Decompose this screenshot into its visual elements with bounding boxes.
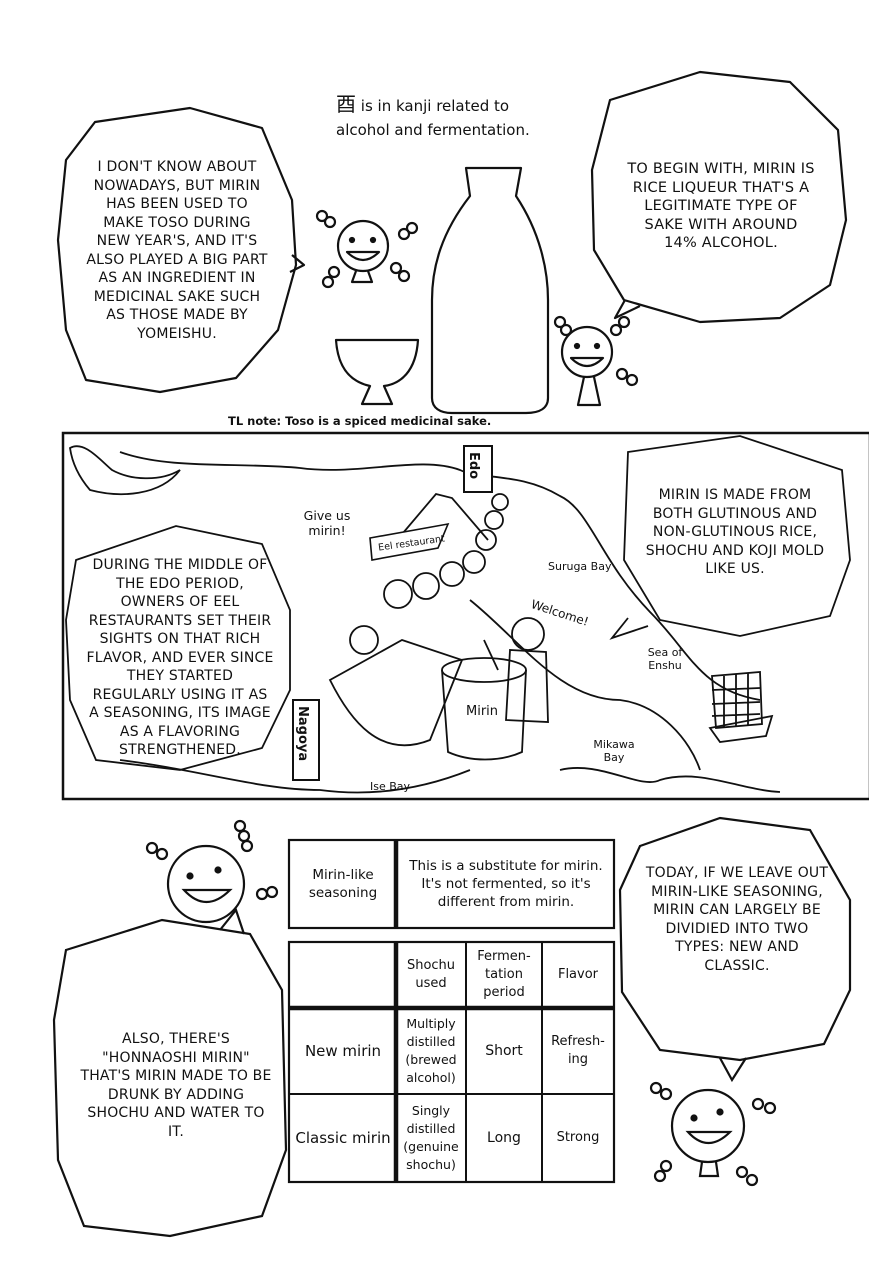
sea-of-enshu-label: Sea of Enshu xyxy=(647,646,683,672)
seasoning-table-lines xyxy=(287,838,616,930)
seasoning-description: This is a substitute for mirin. It's not… xyxy=(409,858,603,910)
seasoning-description-cell: This is a substitute for mirin. It's not… xyxy=(400,842,612,926)
mermaid-corner-drawing xyxy=(69,445,181,495)
map-panel-border xyxy=(61,431,869,801)
compare-row-classic-period: Long xyxy=(487,1130,521,1146)
kanji-note-line1: is in kanji related to xyxy=(360,97,510,115)
compare-row-classic-name: Classic mirin xyxy=(295,1129,391,1147)
mascot-bottom-right xyxy=(649,1081,777,1187)
bubble-text-bottom-right: Today, if we leave out mirin-like season… xyxy=(645,865,829,974)
kanji-note: 酉 is in kanji related to alcohol and fer… xyxy=(336,92,530,142)
ise-bay-label: Ise Bay xyxy=(370,780,411,793)
edo-label: Edo xyxy=(466,452,481,480)
compare-row-new-shochu: Multiply distilled (brewed alcohol) xyxy=(405,1016,457,1085)
speech-bubble-middle-right xyxy=(623,435,851,637)
speech-bubble-middle-left xyxy=(65,525,291,771)
compare-row-new-name: New mirin xyxy=(304,1042,382,1060)
mirin-barrel-label: Mirin xyxy=(466,704,499,719)
procession-crowd-drawing xyxy=(328,493,549,747)
bubble-text-top-right: To begin with, mirin is rice liqueur tha… xyxy=(627,161,815,251)
edo-signboard xyxy=(463,445,493,493)
mount-fuji-drawing xyxy=(391,492,489,547)
bubble-text-middle-left: During the middle of the Edo period, own… xyxy=(86,557,274,758)
coastline xyxy=(119,451,761,701)
eel-restaurant-flag xyxy=(369,522,450,561)
compare-header-flavor: Flavor xyxy=(557,967,599,982)
compare-table-lines xyxy=(287,940,616,1184)
mascot-top-right xyxy=(553,315,639,407)
compare-row-classic-flavor: Strong xyxy=(556,1130,600,1145)
bubble-text-bottom-left: Also, there's "Honnaoshi Mirin" that's m… xyxy=(80,1031,272,1140)
give-us-mirin-label: Give us mirin! xyxy=(303,508,351,538)
compare-row-classic-shochu: Singly distilled (genuine shochu) xyxy=(403,1103,459,1172)
nagoya-label: Nagoya xyxy=(295,706,310,762)
speech-bubble-top-right xyxy=(590,70,848,324)
speech-bubble-bottom-right xyxy=(618,816,852,1062)
compare-row-new-flavor: Refresh- ing xyxy=(551,1034,605,1067)
mikawa-bay-label: Mikawa Bay xyxy=(593,738,635,764)
compare-row-new-period: Short xyxy=(485,1043,523,1059)
kanji-glyph: 酉 xyxy=(336,92,356,116)
compare-header-shochu: Shochu used xyxy=(406,958,456,991)
seasoning-label-cell: Mirin-like seasoning xyxy=(292,842,394,926)
suruga-bay-label: Suruga Bay xyxy=(548,560,612,573)
mirin-barrel-drawing xyxy=(441,639,527,761)
boat-drawing xyxy=(708,671,774,743)
tl-note: TL note: Toso is a spiced medicinal sake… xyxy=(228,414,492,428)
sake-cup-drawing xyxy=(334,338,420,406)
seasoning-label: Mirin-like seasoning xyxy=(308,867,378,901)
mascot-bottom-left xyxy=(145,819,279,924)
speech-bubble-top-left xyxy=(56,106,298,394)
mascot-top-left xyxy=(315,209,419,289)
vase-drawing xyxy=(430,166,550,415)
bubble-text-top-left: I don't know about nowadays, but mirin h… xyxy=(86,159,268,342)
kanji-note-line2: alcohol and fermentation. xyxy=(336,121,530,139)
compare-header-period: Fermen- tation period xyxy=(477,949,531,1000)
bubble-text-middle-right: Mirin is made from both glutinous and no… xyxy=(645,487,825,577)
nagoya-signboard xyxy=(292,699,320,781)
